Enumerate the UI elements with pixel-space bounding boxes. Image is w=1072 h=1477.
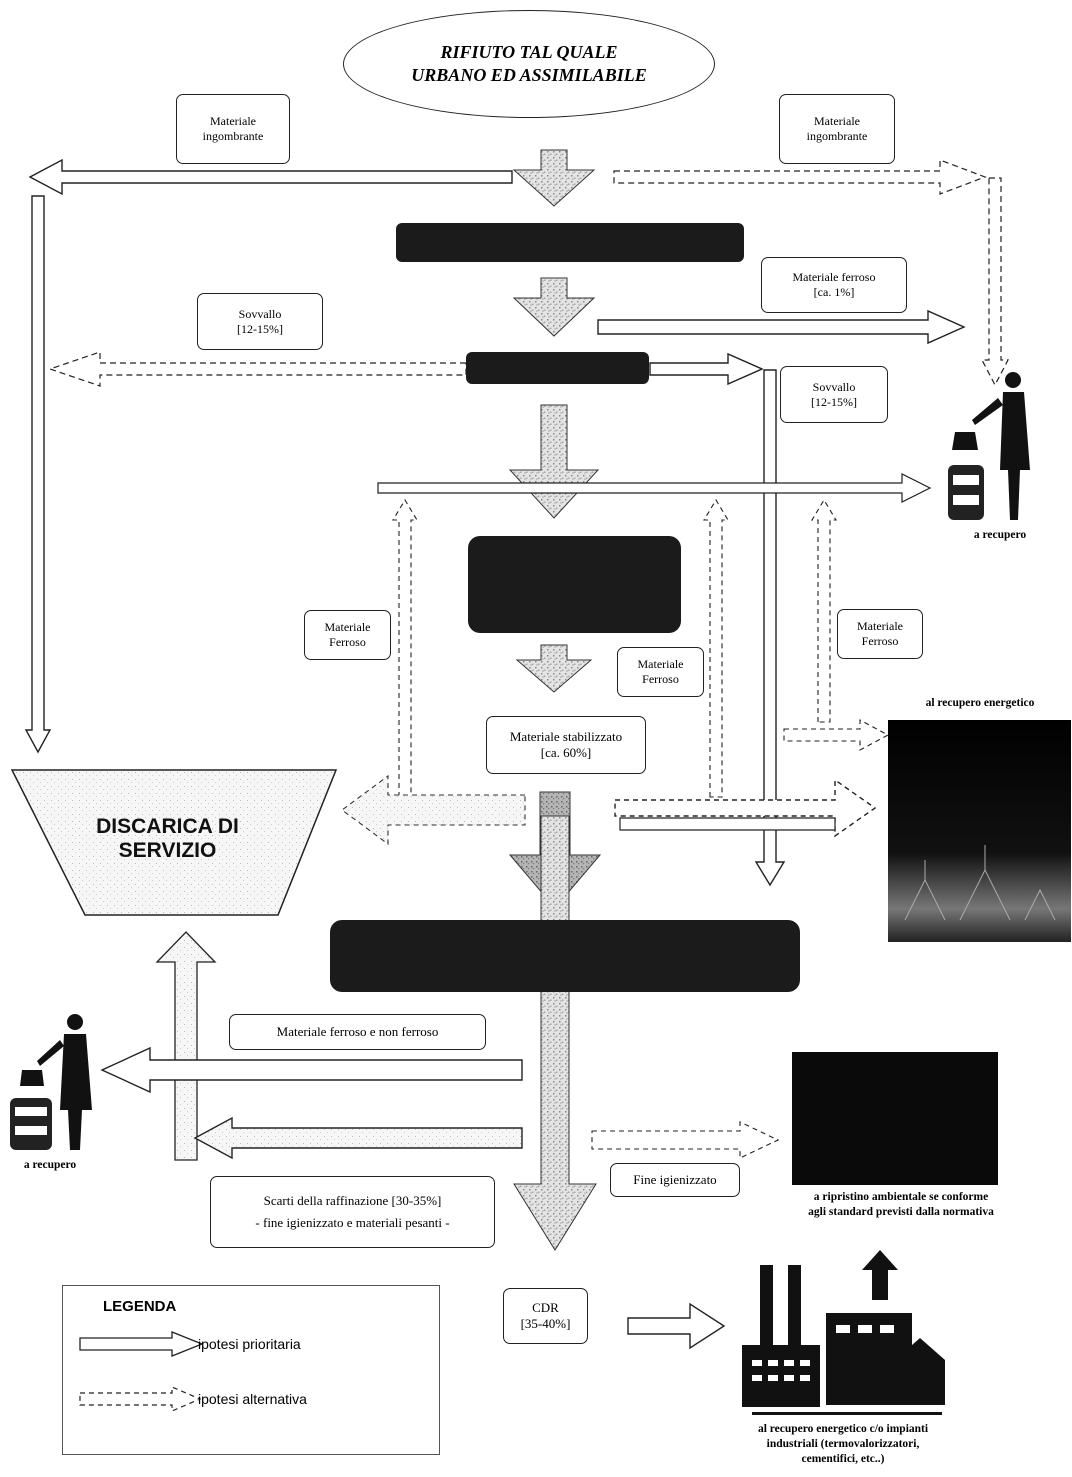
box-cdr-l1: CDR xyxy=(532,1299,559,1315)
box-stabilizzato: Materiale stabilizzato [ca. 60%] xyxy=(486,716,646,774)
arrow-down-4 xyxy=(515,644,593,693)
arrow-up-discarica xyxy=(155,931,217,1161)
arrow-right-energetico-solid xyxy=(619,817,836,831)
box-cdr-l2: [35-40%] xyxy=(520,1316,571,1331)
legend-box: LEGENDA ipotesi prioritaria ipotesi alte… xyxy=(62,1285,440,1455)
title-line2: URBANO ED ASSIMILABILE xyxy=(411,65,647,85)
legend-dashed-arrow xyxy=(79,1386,202,1412)
box-ingombrante-left-l1: Materiale xyxy=(210,114,256,128)
box-sovvallo-right-l1: Sovvallo xyxy=(812,379,856,394)
arrow-right-dashed-energetico xyxy=(783,719,890,751)
box-ingombrante-right-l2: ingombrante xyxy=(806,129,868,143)
caption-ripristino: a ripristino ambientale se conforme agli… xyxy=(766,1190,1036,1220)
arrow-down-left-vertical xyxy=(24,195,52,754)
arrow-right-vagliatura xyxy=(649,352,764,386)
box-ferroso-mid-l2: Ferroso xyxy=(642,672,679,686)
legend-title: LEGENDA xyxy=(103,1298,177,1315)
arrow-up-dashed-1 xyxy=(392,498,418,798)
box-sovvallo-right-l2: [12-15%] xyxy=(811,394,857,409)
arrow-down-3 xyxy=(508,404,600,519)
box-cdr: CDR [35-40%] xyxy=(503,1288,588,1344)
box-sovvallo-right: Sovvallo [12-15%] xyxy=(780,366,888,423)
arrow-right-dashed-top xyxy=(613,159,987,195)
box-ingombrante-left-l2: ingombrante xyxy=(202,129,264,143)
arrow-down-sovvallo-right xyxy=(754,369,786,887)
arrow-left-sovvallo xyxy=(48,351,467,387)
box-ferroso-1-l2: [ca. 1%] xyxy=(813,285,855,299)
box-ferroso-mid: Materiale Ferroso xyxy=(617,647,704,697)
energetico-pylons xyxy=(904,845,1056,921)
factory-icon xyxy=(742,1250,945,1415)
caption-industriali: al recupero energetico c/o impianti indu… xyxy=(718,1422,968,1467)
box-ferroso-right-l2: Ferroso xyxy=(861,634,899,648)
arrow-right-ripristino xyxy=(591,1121,780,1159)
process-box-1 xyxy=(396,223,744,262)
energetico-image xyxy=(888,720,1071,942)
box-ferroso-right: Materiale Ferroso xyxy=(837,609,923,659)
arrow-up-dashed-3 xyxy=(811,498,837,723)
caption-industriali-l3: cementifici, etc..) xyxy=(801,1452,885,1465)
box-scarti: Scarti della raffinazione [30-35%] - fin… xyxy=(210,1176,495,1248)
worker-left-icon xyxy=(10,1014,92,1150)
caption-ripristino-l2: agli standard previsti dalla normativa xyxy=(808,1205,994,1218)
discarica-l1: DISCARICA DI xyxy=(96,815,239,838)
box-scarti-l1: Scarti della raffinazione [30-35%] xyxy=(263,1192,442,1208)
ripristino-image xyxy=(792,1052,998,1185)
caption-recupero-left: a recupero xyxy=(23,1159,77,1171)
title-ellipse: RIFIUTO TAL QUALE URBANO ED ASSIMILABILE xyxy=(343,10,715,118)
discarica-l2: SERVIZIO xyxy=(118,839,217,863)
worker-right-icon xyxy=(948,372,1030,520)
box-fine-igienizzato-l1: Fine igienizzato xyxy=(633,1171,717,1187)
box-sovvallo-left-l1: Sovvallo xyxy=(238,306,282,321)
box-ingombrante-right-l1: Materiale xyxy=(814,114,860,128)
box-ferroso-1-l1: Materiale ferroso xyxy=(792,270,876,284)
process-box-vagliatura xyxy=(466,352,649,384)
title-line1: RIFIUTO TAL QUALE xyxy=(440,41,618,62)
arrow-right-cdr xyxy=(627,1302,726,1350)
box-sovvallo-left-l2: [12-15%] xyxy=(237,321,283,336)
box-ferroso-non-ferroso-l1: Materiale ferroso e non ferroso xyxy=(276,1023,439,1039)
box-ferroso-1: Materiale ferroso [ca. 1%] xyxy=(761,257,907,313)
arrow-down-6 xyxy=(513,815,597,1251)
legend-prioritaria: ipotesi prioritaria xyxy=(198,1336,301,1352)
process-box-raffinazione xyxy=(330,920,800,992)
box-ferroso-right-l1: Materiale xyxy=(857,619,903,633)
arrow-down-1 xyxy=(512,149,596,207)
box-scarti-l2: - fine igienizzato e materiali pesanti - xyxy=(255,1215,450,1230)
caption-recupero-right: a recupero xyxy=(973,529,1027,541)
box-ferroso-left: Materiale Ferroso xyxy=(304,610,391,660)
caption-recupero-energetico: al recupero energetico xyxy=(925,697,1035,709)
arrow-right-energetico xyxy=(614,778,877,838)
arrow-left-scarti xyxy=(193,1116,523,1160)
box-ferroso-mid-l1: Materiale xyxy=(637,657,684,671)
box-ferroso-non-ferroso: Materiale ferroso e non ferroso xyxy=(229,1014,486,1050)
caption-ripristino-l1: a ripristino ambientale se conforme xyxy=(813,1191,989,1203)
arrow-down-2 xyxy=(512,277,596,337)
box-sovvallo-left: Sovvallo [12-15%] xyxy=(197,293,323,350)
caption-industriali-l1: al recupero energetico c/o impianti xyxy=(757,1423,929,1435)
box-ferroso-left-l2: Ferroso xyxy=(329,635,366,649)
box-stabilizzato-l2: [ca. 60%] xyxy=(540,745,592,760)
box-stabilizzato-l1: Materiale stabilizzato xyxy=(509,728,623,744)
arrow-up-dashed-2 xyxy=(703,498,729,798)
arrow-left-top xyxy=(28,158,513,196)
legend-solid-arrow xyxy=(79,1331,204,1357)
box-ferroso-left-l1: Materiale xyxy=(324,620,371,634)
box-fine-igienizzato: Fine igienizzato xyxy=(610,1163,740,1197)
caption-industriali-l2: industriali (termovalorizzatori, xyxy=(766,1437,920,1450)
arrow-down-dashed-right xyxy=(981,177,1009,387)
factory-windows-icon xyxy=(752,1325,894,1381)
process-box-stabilizzazione xyxy=(468,536,681,633)
legend-alternativa: ipotesi alternativa xyxy=(198,1391,307,1407)
discarica-shape xyxy=(10,769,338,916)
arrow-right-ferroso-line xyxy=(377,473,932,503)
arrow-right-ferroso xyxy=(597,309,966,345)
discarica-label: DISCARICA DI SERVIZIO xyxy=(60,815,275,863)
box-ingombrante-right: Materiale ingombrante xyxy=(779,94,895,164)
arrow-left-discarica xyxy=(341,774,526,846)
arrow-left-recupero xyxy=(100,1046,523,1094)
box-ingombrante-left: Materiale ingombrante xyxy=(176,94,290,164)
